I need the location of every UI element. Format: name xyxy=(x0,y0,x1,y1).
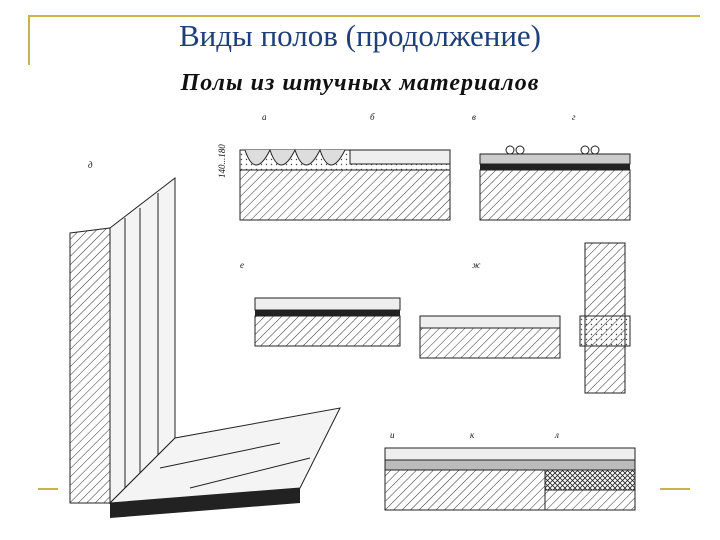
panel-label-l: л xyxy=(554,430,559,440)
panel-label-v: в xyxy=(472,112,476,122)
panel-label-zh: ж xyxy=(472,260,481,270)
top-accent-line xyxy=(28,15,700,17)
panel-label-g: г xyxy=(572,112,576,122)
panel-label-i: и xyxy=(390,430,395,440)
dim-140-180: 140...180 xyxy=(217,144,227,178)
panel-v-g: в г xyxy=(472,112,631,221)
panel-label-b: б xyxy=(370,112,375,122)
panel-label-k: к xyxy=(470,430,475,440)
panel-zh: ж xyxy=(419,242,631,394)
panel-i-k-l: и к л xyxy=(384,430,636,511)
floor-construction-drawing: а б 140...180 в г д е xyxy=(69,112,636,518)
panel-label-d: д xyxy=(88,160,93,170)
slide-title: Виды полов (продолжение) xyxy=(178,18,542,53)
panel-label-e: е xyxy=(240,260,244,270)
bottom-right-accent-line xyxy=(660,488,690,490)
bottom-left-accent-line xyxy=(38,488,58,490)
panel-e: е xyxy=(240,260,401,347)
slide-subtitle: Полы из штучных материалов xyxy=(180,70,540,96)
panel-a-b: а б 140...180 xyxy=(217,112,451,221)
panel-d: д xyxy=(69,160,341,518)
left-accent-line xyxy=(28,15,30,65)
panel-label-a: а xyxy=(262,112,267,122)
